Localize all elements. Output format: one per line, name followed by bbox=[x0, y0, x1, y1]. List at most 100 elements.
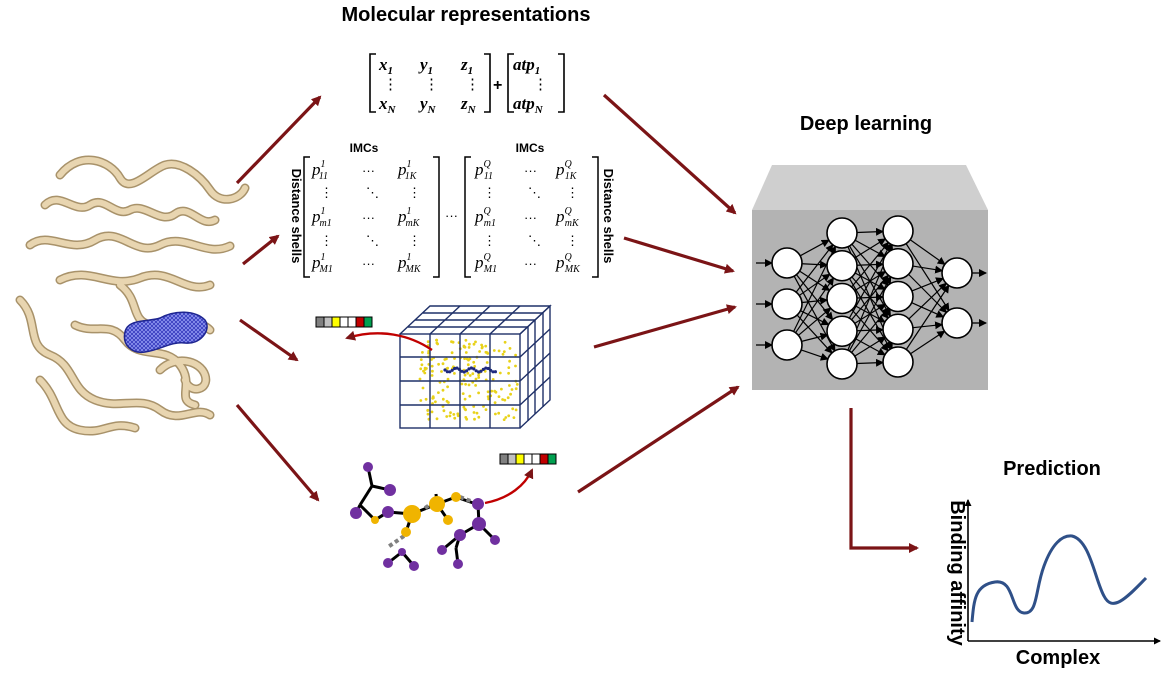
atom-point bbox=[491, 378, 495, 381]
neuron-node bbox=[882, 313, 914, 346]
atom-point bbox=[468, 374, 472, 377]
network-edge bbox=[908, 282, 947, 320]
neuron-node bbox=[826, 348, 858, 380]
network-edge bbox=[801, 260, 829, 269]
network-edge bbox=[801, 332, 829, 342]
svg-text:⋮: ⋮ bbox=[424, 76, 439, 93]
atom-point bbox=[441, 388, 445, 392]
atom-point bbox=[430, 358, 433, 361]
atom-point bbox=[484, 408, 488, 411]
atom-point bbox=[486, 390, 490, 394]
neural-network-nodes bbox=[771, 215, 973, 380]
cube-to-vector-arrow bbox=[345, 330, 433, 351]
svg-text:⋱: ⋱ bbox=[528, 185, 541, 200]
atom-point bbox=[472, 342, 476, 346]
atom-point bbox=[435, 338, 439, 342]
atom-point bbox=[477, 376, 481, 379]
atom-point bbox=[435, 341, 439, 345]
atom-point bbox=[456, 412, 460, 416]
atom-point bbox=[441, 362, 445, 366]
atom-point bbox=[507, 371, 510, 375]
network-edge bbox=[851, 307, 890, 353]
atom-point bbox=[450, 351, 454, 355]
svg-text:···: ··· bbox=[362, 163, 375, 178]
ligand-point bbox=[469, 366, 473, 370]
svg-text:···: ··· bbox=[524, 256, 537, 271]
network-edge bbox=[798, 273, 831, 296]
atom-point bbox=[467, 358, 470, 362]
voxel-grid-cube bbox=[399, 304, 552, 429]
ligand-point bbox=[467, 367, 471, 371]
network-edge bbox=[905, 284, 950, 350]
atom-point bbox=[467, 346, 471, 349]
svg-text:⋮: ⋮ bbox=[408, 185, 421, 200]
atom-point bbox=[430, 364, 434, 368]
svg-text:x1: x1 bbox=[378, 55, 393, 77]
atom-point bbox=[485, 361, 489, 364]
atom-point bbox=[463, 397, 467, 401]
atom-point bbox=[426, 412, 430, 416]
neuron-node bbox=[882, 346, 914, 378]
atom-point bbox=[501, 398, 504, 401]
svg-text:···: ··· bbox=[524, 210, 537, 225]
atom-point bbox=[418, 377, 422, 381]
atom-point bbox=[497, 411, 501, 415]
atom-point bbox=[506, 396, 510, 400]
atom-point bbox=[482, 405, 485, 408]
network-edge bbox=[856, 358, 885, 367]
network-edge bbox=[851, 241, 890, 288]
atom-point bbox=[486, 352, 490, 355]
svg-text:⋮: ⋮ bbox=[483, 233, 496, 248]
atom-point bbox=[471, 372, 475, 376]
atom-point bbox=[497, 349, 501, 353]
atom-point bbox=[466, 363, 470, 367]
feature-vector-graph bbox=[499, 453, 557, 465]
atom-point bbox=[468, 394, 472, 398]
svg-text:⋮: ⋮ bbox=[408, 233, 421, 248]
feature-cell bbox=[547, 453, 557, 465]
neuron-node bbox=[826, 249, 858, 282]
atom-point bbox=[472, 360, 476, 364]
ligand-point bbox=[465, 369, 469, 373]
atom-point bbox=[430, 410, 434, 414]
title-deep-learning: Deep learning bbox=[800, 113, 932, 135]
network-edge bbox=[795, 244, 834, 293]
x-axis-label: Complex bbox=[1016, 647, 1100, 669]
neuron-node bbox=[771, 247, 803, 279]
network-edge bbox=[800, 310, 830, 326]
feature-cell bbox=[355, 316, 365, 328]
atom-point bbox=[477, 373, 480, 377]
atom-point bbox=[423, 366, 427, 370]
atom-point bbox=[435, 417, 439, 421]
graph-to-vector-arrow bbox=[484, 468, 534, 505]
atom-point bbox=[434, 400, 437, 404]
svg-text:Distance shells: Distance shells bbox=[601, 169, 616, 264]
binding-affinity-curve bbox=[970, 534, 1148, 623]
atom-point bbox=[478, 350, 481, 353]
atom-point bbox=[426, 340, 430, 344]
atom-point bbox=[514, 387, 518, 391]
neuron-node bbox=[941, 307, 973, 339]
atom-point bbox=[424, 397, 428, 401]
atom-point bbox=[473, 417, 476, 421]
svg-text:···: ··· bbox=[445, 208, 458, 223]
feature-cell bbox=[507, 453, 517, 465]
atom-point bbox=[503, 340, 507, 344]
feature-cell bbox=[331, 316, 341, 328]
atom-point bbox=[419, 399, 423, 402]
svg-text:xN: xN bbox=[378, 94, 397, 116]
svg-text:⋮: ⋮ bbox=[320, 185, 333, 200]
atom-point bbox=[473, 365, 477, 368]
ligand-point bbox=[443, 368, 447, 372]
feature-cell bbox=[523, 453, 533, 465]
atom-point bbox=[464, 338, 468, 342]
atom-point bbox=[461, 392, 465, 395]
ligand-point bbox=[479, 369, 483, 373]
